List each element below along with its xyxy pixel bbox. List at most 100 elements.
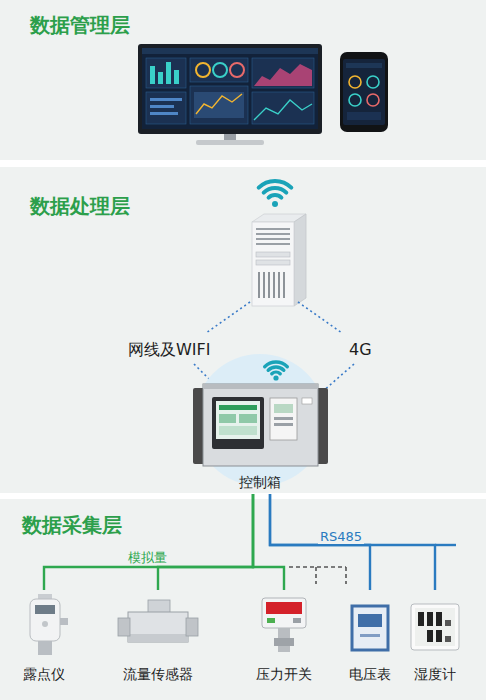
sensor-device: 湿度计 <box>404 590 466 686</box>
wifi-icon <box>259 181 292 207</box>
network-dotted-line <box>298 302 342 333</box>
control-box-illustration <box>212 397 264 449</box>
phone-illustration <box>346 63 382 68</box>
control-box-illustration <box>274 417 293 420</box>
layer-title: 数据管理层 <box>30 13 130 37</box>
control-box-illustration <box>219 405 257 410</box>
hygrometer-icon <box>436 630 442 642</box>
flow-sensor-icon <box>118 618 130 636</box>
flow-sensor-icon <box>118 600 198 642</box>
control-box-illustration <box>203 384 318 389</box>
server-illustration <box>278 272 280 298</box>
layer-band: 数据管理层 <box>0 0 486 160</box>
dashed-extension <box>289 567 346 584</box>
sensor-device: 压力开关 <box>240 590 328 686</box>
control-halo <box>194 354 326 486</box>
server-illustration <box>263 272 265 298</box>
wifi-icon <box>272 372 280 374</box>
monitor-illustration <box>254 100 312 120</box>
pressure-switch-icon <box>274 638 294 646</box>
wifi-icon <box>269 195 282 198</box>
monitor-illustration <box>150 105 174 108</box>
control-box-illustration <box>203 384 318 466</box>
device-name: 控制箱 <box>239 474 281 492</box>
bus-label-holder: RS485 <box>318 526 364 545</box>
pressure-switch-icon <box>266 602 302 614</box>
monitor-illustration <box>196 63 210 77</box>
monitor-illustration <box>142 48 318 54</box>
monitor-illustration <box>146 92 186 124</box>
bus-extension <box>435 544 456 546</box>
link-label: 4G <box>349 340 372 359</box>
phone-illustration <box>340 52 388 132</box>
dashed-extension <box>315 567 317 584</box>
server-illustration <box>294 214 306 306</box>
layer-band: 数据处理层控制箱 <box>0 167 486 493</box>
monitor-illustration <box>190 58 248 82</box>
hygrometer-icon <box>427 630 433 642</box>
control-box-illustration <box>270 398 297 440</box>
monitor-illustration <box>196 94 242 114</box>
monitor-illustration <box>138 44 322 134</box>
device-name: 压力开关 <box>256 666 312 684</box>
server-illustration <box>258 272 260 298</box>
monitor-illustration <box>146 58 186 88</box>
server-illustration <box>256 238 290 240</box>
monitor-illustration <box>196 140 264 145</box>
hygrometer-icon <box>436 612 442 626</box>
flow-sensor-icon <box>128 634 188 642</box>
server-illustration <box>256 260 290 265</box>
server-illustration <box>256 243 290 245</box>
control-box-illustration <box>216 401 260 439</box>
bus-wire <box>253 494 284 590</box>
control-box-illustration <box>274 404 293 413</box>
server-illustration <box>283 272 285 298</box>
wifi-icon <box>259 181 292 188</box>
monitor-illustration <box>166 62 171 84</box>
dew-point-meter-icon <box>35 605 55 614</box>
server-illustration <box>252 214 306 306</box>
bus-wire <box>270 494 370 590</box>
device-name: 露点仪 <box>23 666 65 684</box>
link-label-holder: 4G <box>349 340 372 359</box>
voltmeter-icon <box>360 634 380 637</box>
server-illustration <box>256 233 290 235</box>
monitor-illustration <box>138 44 322 145</box>
hygrometer-icon <box>415 608 455 646</box>
phone-illustration <box>349 94 361 106</box>
server-illustration <box>273 272 275 298</box>
bus-wire <box>158 494 253 590</box>
wifi-icon <box>272 201 278 207</box>
server-illustration <box>252 222 294 306</box>
bus-wire <box>270 494 435 590</box>
phone-illustration <box>367 94 379 106</box>
wifi-icon <box>273 375 278 380</box>
dashed-extension <box>345 567 347 584</box>
pressure-switch-icon <box>262 598 306 652</box>
dew-point-meter-icon <box>38 641 52 655</box>
network-dotted-line <box>206 302 250 333</box>
bus-label-holder: 模拟量 <box>126 547 169 566</box>
monitor-illustration <box>213 63 227 77</box>
dew-point-meter-icon <box>30 599 60 641</box>
pressure-switch-icon <box>267 618 275 623</box>
bus-label: 模拟量 <box>126 550 169 565</box>
control-box-illustration <box>219 426 257 435</box>
wifi-icon <box>264 188 287 193</box>
hygrometer-icon <box>411 604 459 650</box>
layer-title: 数据处理层 <box>30 194 130 218</box>
monitor-illustration <box>230 63 244 77</box>
bus-wire <box>44 494 253 590</box>
wifi-icon <box>265 362 288 367</box>
monitor-illustration <box>174 70 179 84</box>
sensor-device: 流量传感器 <box>110 590 206 686</box>
sensor-device: 电压表 <box>338 590 402 686</box>
network-dotted-line <box>322 364 354 392</box>
monitor-illustration <box>150 112 178 115</box>
dashed-extension <box>289 566 346 568</box>
dew-point-meter-icon <box>60 618 68 625</box>
phone-illustration <box>340 52 388 132</box>
phone-illustration <box>343 59 385 125</box>
